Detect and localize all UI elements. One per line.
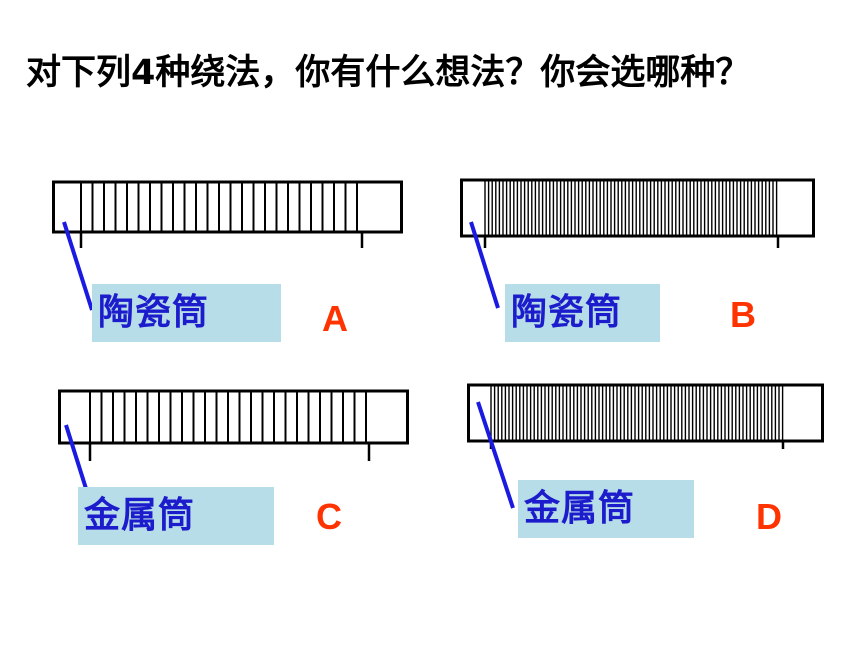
material-label-b: 陶瓷筒 — [505, 284, 660, 342]
material-label-d: 金属筒 — [518, 480, 694, 538]
material-label-c: 金属筒 — [78, 487, 274, 545]
material-label-a: 陶瓷筒 — [92, 284, 281, 342]
coil-diagram-d — [467, 383, 824, 449]
option-letter-b: B — [730, 294, 756, 335]
question-text: 对下列4种绕法，你有什么想法？你会选哪种？ — [26, 53, 751, 93]
coil-diagram-c — [58, 389, 409, 461]
option-letter-d: D — [756, 496, 782, 537]
coil-diagram-b — [460, 178, 815, 248]
option-letter-c: C — [316, 496, 342, 537]
coil-diagram-a — [52, 180, 403, 248]
option-letter-a: A — [322, 298, 348, 339]
